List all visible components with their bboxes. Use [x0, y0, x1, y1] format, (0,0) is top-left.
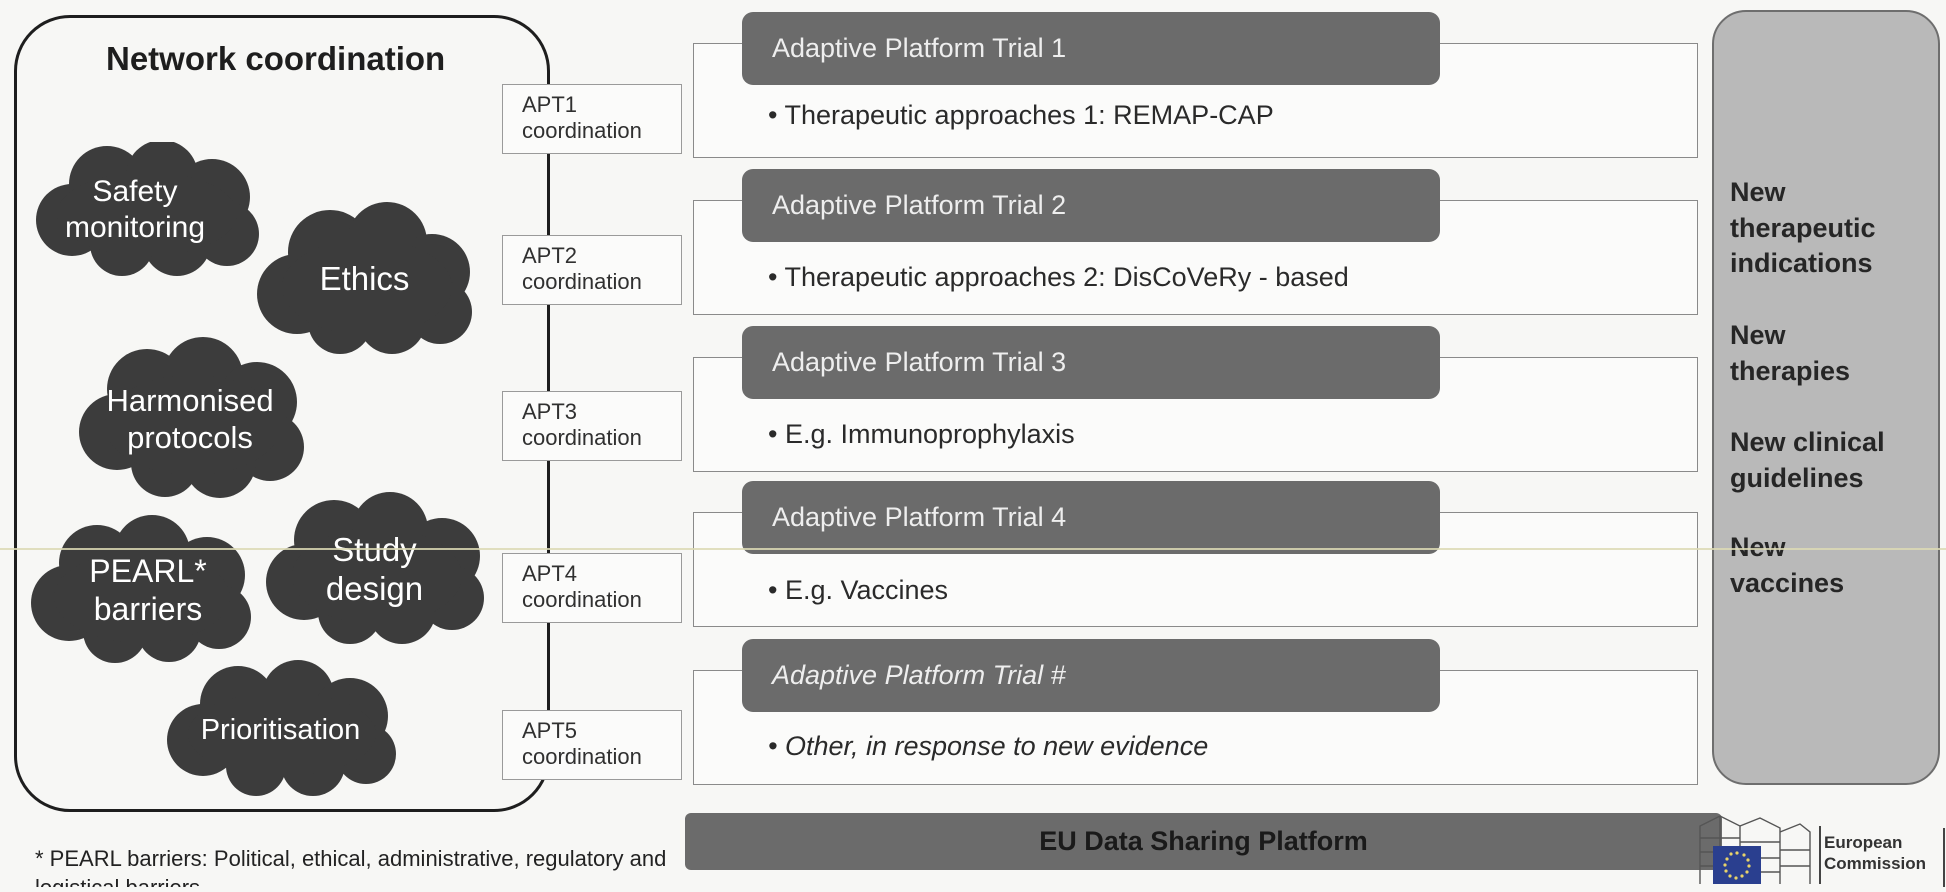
coordination-label: coordination [522, 117, 642, 143]
apt2-header: Adaptive Platform Trial 2 [742, 169, 1440, 242]
apt5-header: Adaptive Platform Trial # [742, 639, 1440, 712]
network-coordination-title: Network coordination [106, 40, 446, 77]
coordination-label: coordination [522, 743, 642, 769]
cloud-pearl-barriers: PEARL* barriers [27, 515, 255, 667]
cloud-shape [79, 337, 304, 498]
cloud-label: PEARL* barriers [89, 553, 207, 627]
cloud-prioritisation: Prioritisation [158, 660, 403, 800]
cloud-label: Study design [325, 531, 424, 607]
outcomes-panel [1712, 10, 1940, 785]
outcome-new-clinical-guidelines: New clinical guidelines [1730, 427, 1885, 493]
cloud-harmonised-protocols: Harmonised protocols [75, 337, 305, 502]
apt5-coordination-box: APT5 coordination [502, 710, 682, 780]
apt-id: APT4 [522, 561, 578, 586]
apt3-header: Adaptive Platform Trial 3 [742, 326, 1440, 399]
eu-data-sharing-platform-bar: EU Data Sharing Platform [685, 813, 1722, 870]
european-commission-text: European Commission [1824, 833, 1927, 873]
coordination-label: coordination [522, 586, 642, 612]
pearl-footnote: * PEARL barriers: Political, ethical, ad… [35, 846, 667, 887]
horizontal-rule [0, 548, 1946, 550]
apt3-coordination-box: APT3 coordination [502, 391, 682, 461]
cloud-safety-monitoring: Safety monitoring [27, 142, 265, 277]
cloud-label: Safety monitoring [64, 175, 206, 244]
ec-logo-graphic [1699, 815, 1945, 887]
cloud-ethics: Ethics [252, 202, 477, 357]
apt4-bullet: • E.g. Vaccines [768, 575, 949, 605]
outcome-new-therapeutic-indications: New therapeutic indications [1730, 177, 1876, 279]
apt2-bullet: • Therapeutic approaches 2: DisCoVeRy - … [768, 262, 1349, 292]
apt1-header: Adaptive Platform Trial 1 [742, 12, 1440, 85]
european-commission-logo [1660, 808, 1946, 887]
apt-id: APT5 [522, 718, 578, 743]
cloud-shape [36, 142, 259, 276]
cloud-study-design: Study design [262, 490, 487, 650]
apt3-bullet: • E.g. Immunoprophylaxis [768, 419, 1075, 449]
eu-platform-label: EU Data Sharing Platform [1039, 826, 1368, 856]
coordination-label: coordination [522, 424, 642, 450]
cloud-label: Ethics [319, 260, 410, 298]
apt1-bullet: • Therapeutic approaches 1: REMAP-CAP [768, 100, 1274, 130]
apt1-coordination-box: APT1 coordination [502, 84, 682, 154]
outcome-new-therapies: New therapies [1730, 320, 1851, 386]
apt5-bullet: • Other, in response to new evidence [768, 731, 1209, 761]
apt-id: APT1 [522, 92, 578, 117]
cloud-shape [257, 202, 472, 354]
apt4-coordination-box: APT4 coordination [502, 553, 682, 623]
cloud-label: Prioritisation [200, 713, 361, 746]
coordination-label: coordination [522, 268, 642, 294]
cloud-shape [31, 515, 251, 663]
cloud-label: Harmonised protocols [106, 382, 274, 455]
apt4-header: Adaptive Platform Trial 4 [742, 481, 1440, 554]
cloud-shape [167, 660, 396, 796]
outcome-new-vaccines: New vaccines [1730, 532, 1845, 598]
apt-id: APT2 [522, 243, 578, 268]
apt-id: APT3 [522, 399, 578, 424]
apt2-coordination-box: APT2 coordination [502, 235, 682, 305]
